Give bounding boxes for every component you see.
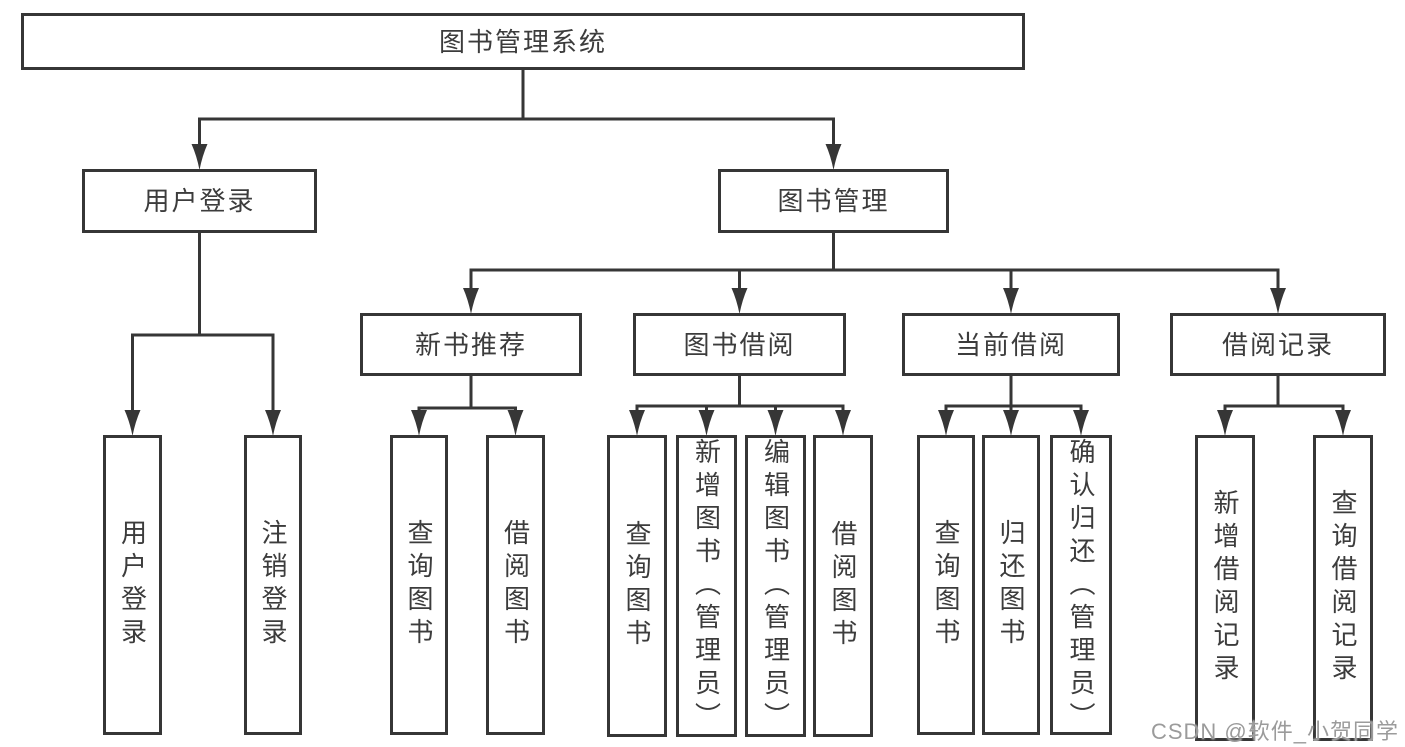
node-v-query-book-3: 查询图书 [917, 435, 975, 735]
node-label: 图书管理 [777, 186, 890, 216]
node-label: 新书推荐 [414, 329, 527, 360]
node-new-book-rec: 新书推荐 [360, 313, 582, 376]
arrowhead-icon [507, 410, 524, 436]
node-root: 图书管理系统 [21, 13, 1025, 70]
arrowhead-icon [463, 288, 479, 314]
node-v-add-book: 新增图书（管理员） [676, 435, 737, 737]
node-v-confirm-return: 确认归还（管理员） [1050, 435, 1112, 735]
node-v-query-book-2: 查询图书 [607, 435, 667, 737]
arrowhead-icon [731, 288, 748, 314]
arrowhead-icon [1003, 410, 1019, 436]
node-v-add-borrow-record: 新增借阅记录 [1195, 435, 1255, 741]
node-v-borrow-book-2: 借阅图书 [813, 435, 873, 737]
node-label: 新增借阅记录 [1210, 489, 1240, 687]
node-label: 当前借阅 [954, 329, 1067, 360]
node-v-query-book-1: 查询图书 [390, 435, 448, 735]
arrowhead-icon [1270, 288, 1286, 314]
node-label: 查询图书 [931, 519, 961, 651]
arrowhead-icon [124, 410, 141, 436]
node-v-query-borrow-record: 查询借阅记录 [1313, 435, 1373, 741]
node-label: 借阅记录 [1221, 329, 1334, 360]
arrowhead-icon [1003, 288, 1019, 314]
arrowhead-icon [265, 410, 281, 436]
arrowhead-icon [825, 144, 842, 170]
node-v-user-login: 用户登录 [103, 435, 162, 735]
arrowhead-icon [1217, 410, 1233, 436]
node-label: 借阅图书 [500, 519, 531, 651]
node-label: 借阅图书 [828, 520, 858, 652]
node-current-borrow: 当前借阅 [902, 313, 1120, 376]
node-label: 编辑图书（管理员） [760, 438, 791, 735]
node-label: 新增图书（管理员） [691, 438, 722, 735]
node-label: 查询借阅记录 [1328, 489, 1358, 687]
arrowhead-icon [698, 410, 715, 436]
arrowhead-icon [1335, 410, 1351, 436]
node-v-return-book: 归还图书 [982, 435, 1040, 735]
arrowhead-icon [191, 144, 208, 170]
node-label: 注销登录 [258, 519, 288, 651]
node-label: 查询图书 [404, 519, 434, 651]
node-v-logout: 注销登录 [244, 435, 302, 735]
node-user-login: 用户登录 [82, 169, 317, 233]
node-label: 用户登录 [117, 519, 148, 651]
node-label: 查询图书 [622, 520, 652, 652]
arrowhead-icon [1073, 410, 1089, 436]
node-v-edit-book: 编辑图书（管理员） [745, 435, 806, 737]
node-borrow-records: 借阅记录 [1170, 313, 1386, 376]
node-label: 图书借阅 [683, 329, 796, 360]
arrowhead-icon [835, 410, 851, 436]
node-book-mgmt: 图书管理 [718, 169, 949, 233]
node-label: 图书管理系统 [438, 26, 607, 57]
arrowhead-icon [411, 410, 427, 436]
node-book-borrow: 图书借阅 [633, 313, 846, 376]
arrowhead-icon [767, 410, 784, 436]
arrowhead-icon [938, 410, 954, 436]
node-label: 归还图书 [996, 519, 1026, 651]
node-label: 用户登录 [143, 186, 256, 216]
arrowhead-icon [629, 410, 645, 436]
node-label: 确认归还（管理员） [1066, 438, 1096, 735]
node-v-borrow-book-1: 借阅图书 [486, 435, 545, 735]
